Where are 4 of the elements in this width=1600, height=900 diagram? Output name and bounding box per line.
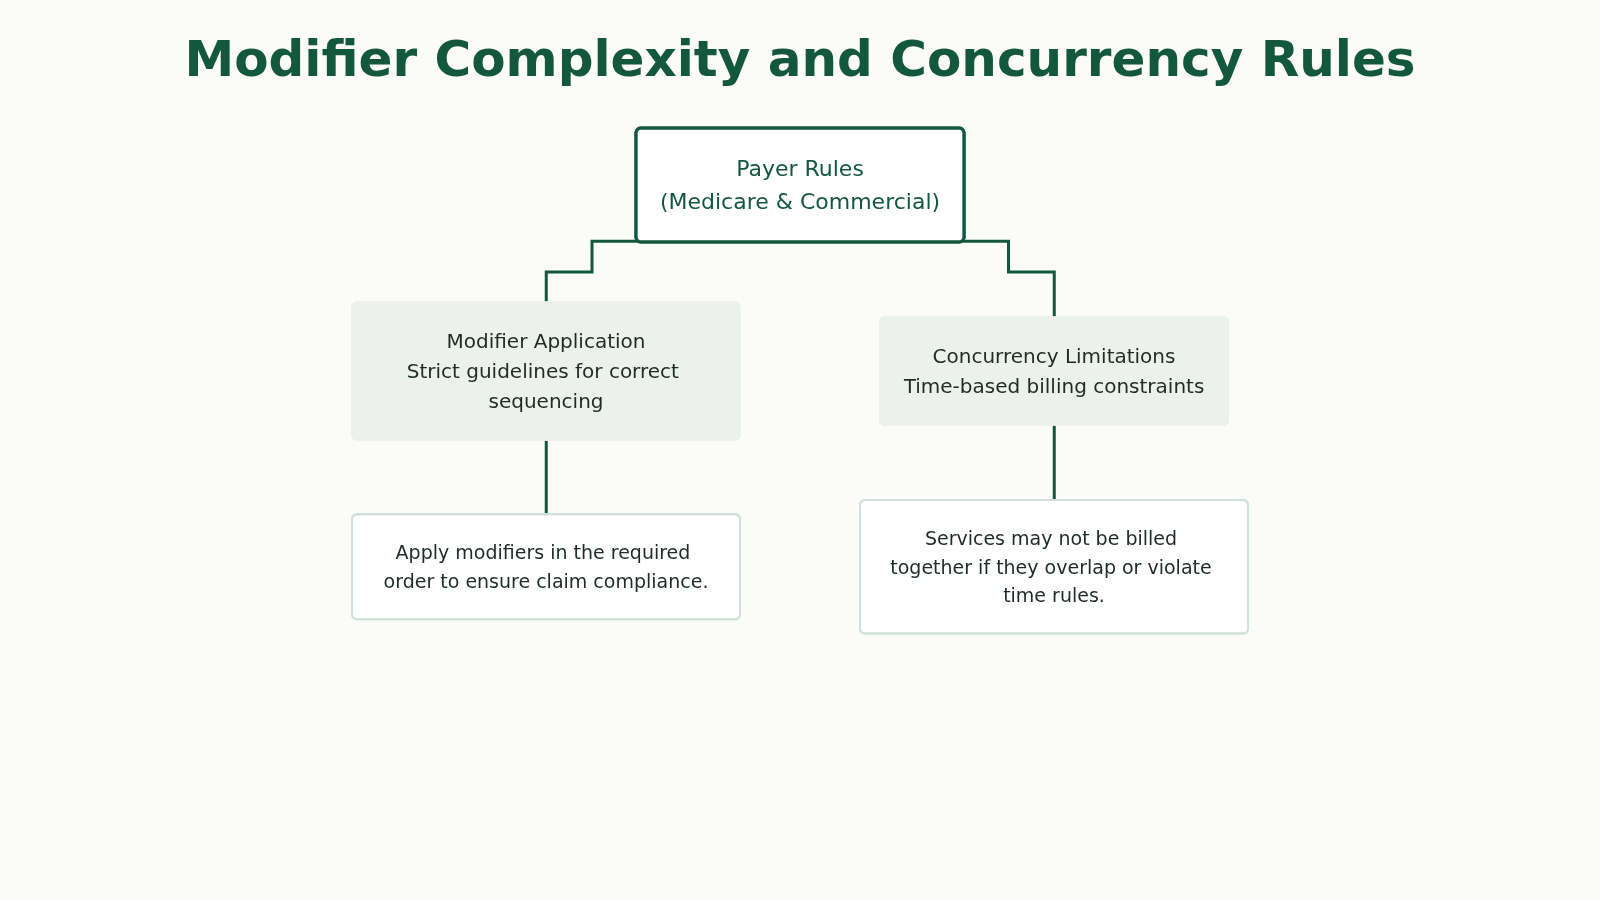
- connector: [1052, 424, 1056, 502]
- connector: [963, 239, 1056, 319]
- connector: [544, 239, 638, 304]
- diagram-title: Modifier Complexity and Concurrency Rules: [183, 30, 1417, 88]
